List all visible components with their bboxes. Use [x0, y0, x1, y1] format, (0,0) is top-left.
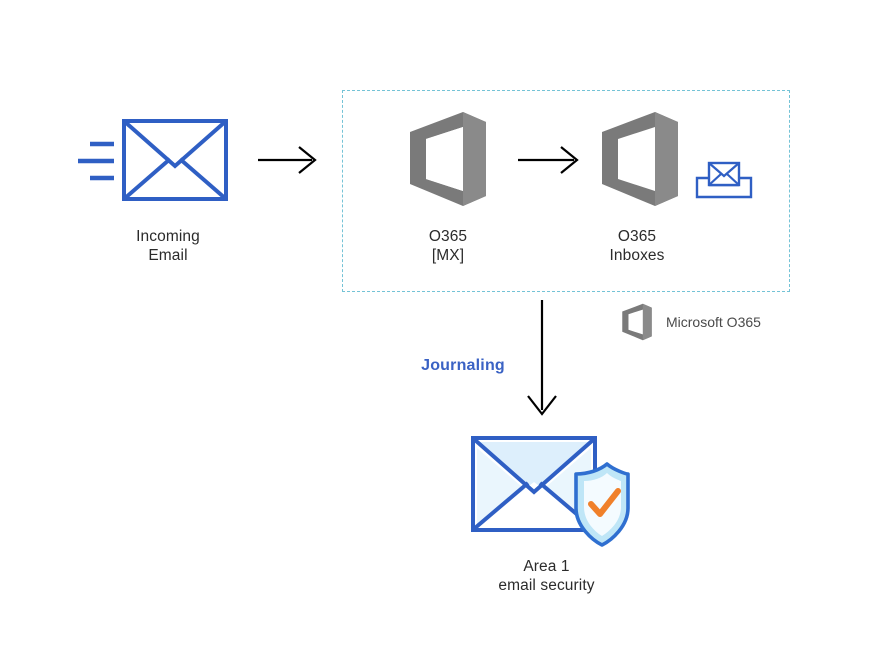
arrow-right-icon — [258, 146, 317, 174]
edge-inboxes-to-area1 — [522, 300, 562, 420]
node-o365-inboxes[interactable] — [597, 110, 683, 208]
office-365-icon — [622, 303, 652, 341]
node-incoming-email[interactable] — [72, 115, 232, 215]
legend-item-microsoft-o365 — [620, 303, 654, 341]
office-365-icon — [602, 112, 678, 206]
legend-label-microsoft-o365: Microsoft O365 — [666, 314, 761, 330]
arrow-down-icon — [527, 300, 557, 416]
edge-incoming-to-mx — [258, 142, 320, 178]
label-o365-inboxes: O365 Inboxes — [609, 228, 665, 264]
office-365-icon — [410, 112, 486, 206]
node-area1-email-security[interactable] — [466, 430, 632, 548]
edge-mx-to-inboxes — [518, 142, 584, 178]
label-journaling: Journaling — [421, 357, 505, 374]
label-area1-email-security: Area 1 email security — [498, 558, 595, 594]
arrow-right-icon — [518, 146, 579, 174]
microsoft-o365-boundary-zone — [342, 90, 790, 292]
label-incoming-email: Incoming Email — [136, 228, 200, 264]
envelope-shield-check-icon — [471, 436, 630, 547]
node-o365-mx[interactable] — [405, 110, 491, 208]
inbox-tray-envelope-icon — [695, 161, 753, 199]
label-o365-mx: O365 [MX] — [428, 228, 468, 264]
envelope-with-motion-lines-icon — [78, 119, 228, 201]
node-inbox-badge — [694, 158, 754, 202]
